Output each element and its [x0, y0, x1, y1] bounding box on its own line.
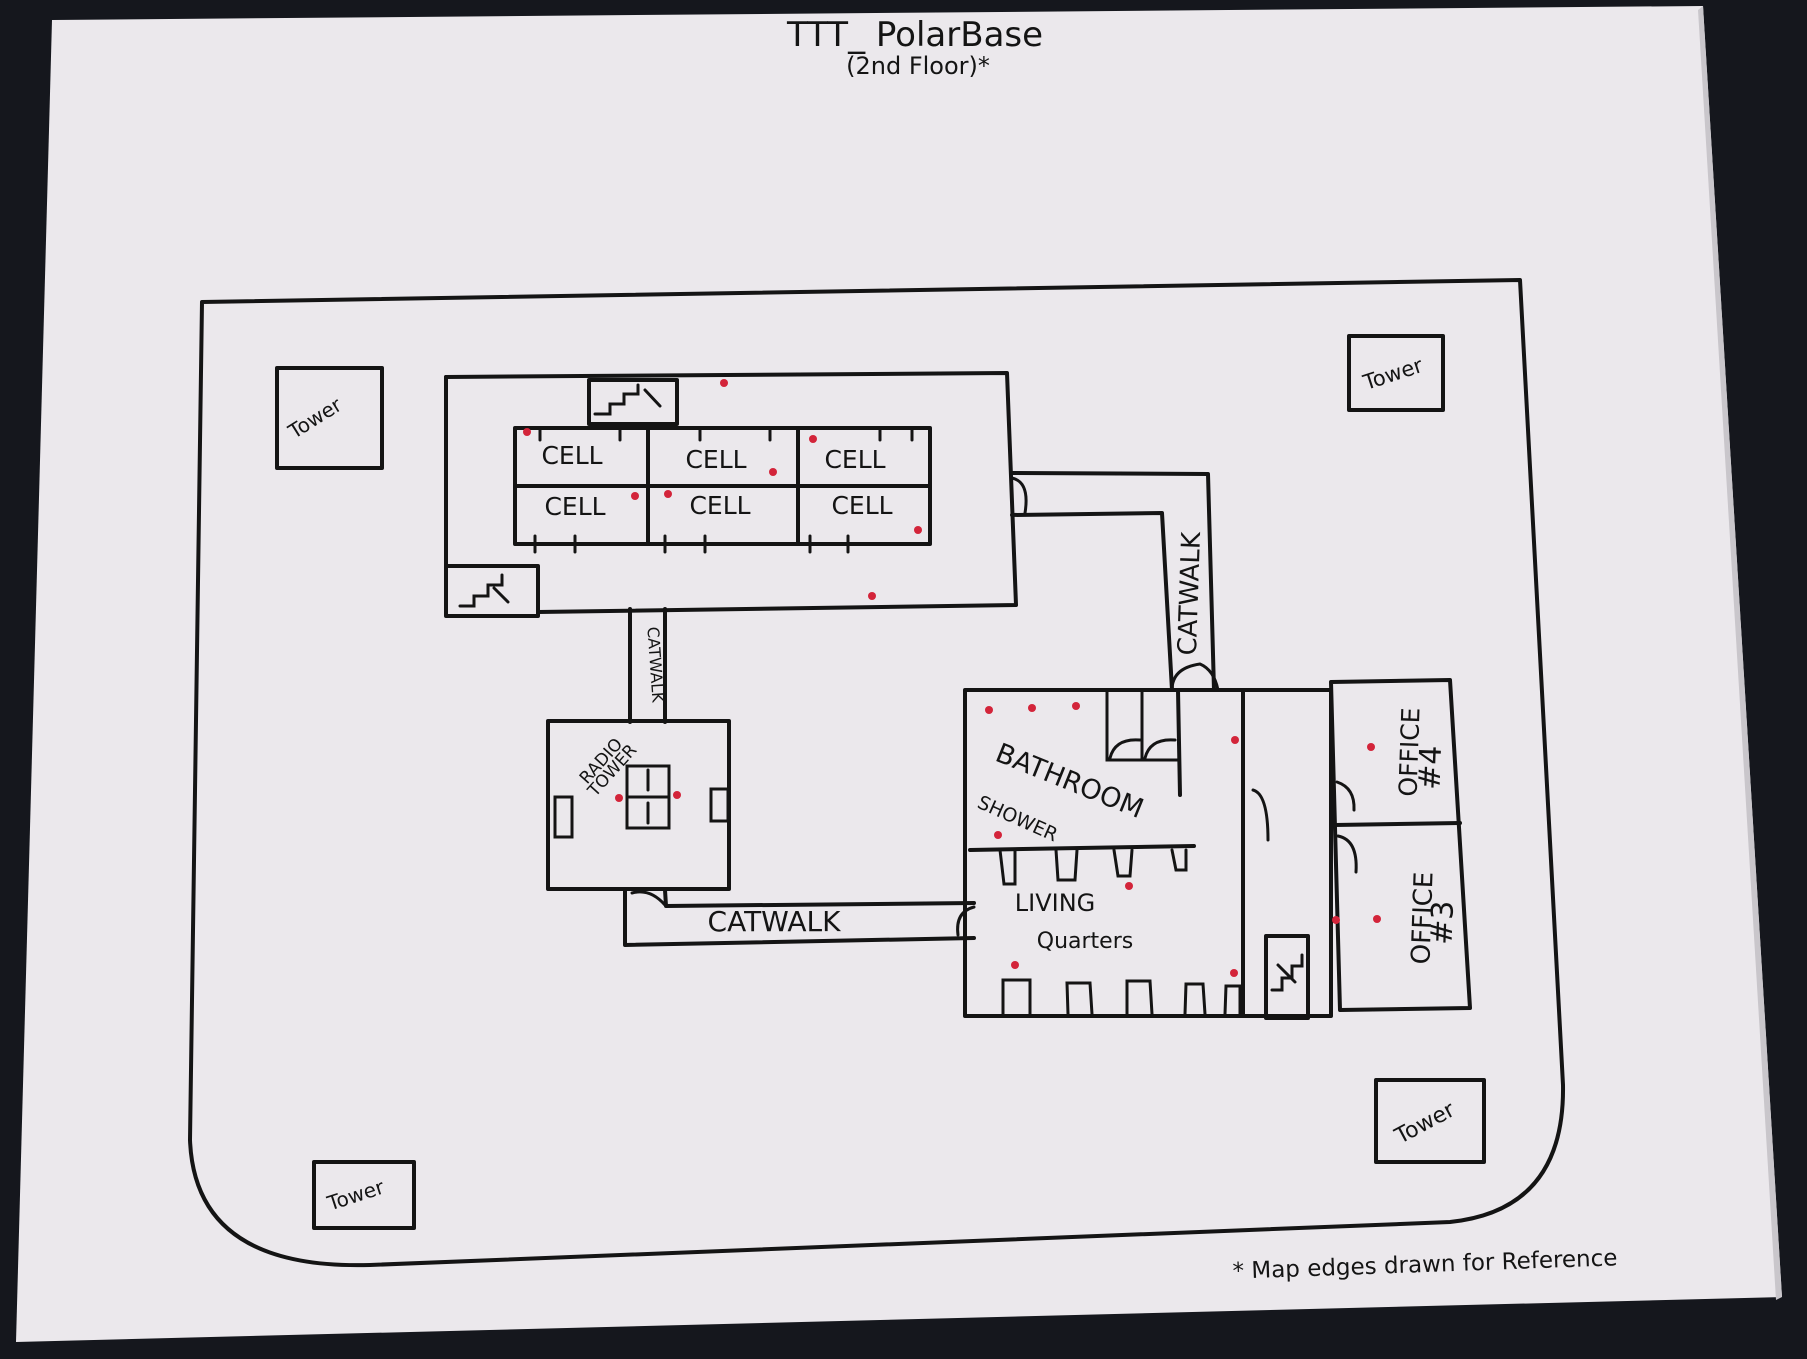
cell-label: CELL — [831, 491, 892, 520]
marker-dot — [1332, 916, 1340, 924]
marker-dot — [673, 791, 681, 799]
marker-dot — [523, 428, 531, 436]
map-subtitle: (2nd Floor)* — [846, 52, 990, 80]
stairs-box — [587, 378, 679, 426]
door-icon — [1336, 834, 1358, 874]
catwalk-right: CATWALK — [1010, 471, 1216, 692]
cell-label: CELL — [541, 441, 602, 470]
marker-dot — [994, 831, 1002, 839]
paper-sheet — [16, 6, 1782, 1342]
cell-label: CELL — [685, 445, 746, 474]
catwalk-bottom: CATWALK — [623, 888, 976, 947]
cell-label: CELL — [824, 445, 885, 474]
office-4-label: OFFICE — [1393, 707, 1425, 797]
office-block — [1329, 678, 1472, 1012]
marker-dot — [1367, 743, 1375, 751]
marker-dot — [985, 706, 993, 714]
prison-block: CELL CELL CELL CELL CELL CELL — [444, 371, 1018, 618]
stairs-box — [444, 564, 540, 618]
living-quarters-label: Quarters — [1037, 929, 1133, 954]
marker-dot — [1230, 969, 1238, 977]
marker-dot — [631, 492, 639, 500]
marker-dot — [1072, 702, 1080, 710]
office-4-label: #4 — [1412, 745, 1449, 790]
door-icon — [630, 890, 667, 907]
marker-dot — [664, 490, 672, 498]
office-3-label: #3 — [1424, 900, 1461, 945]
spawn-markers — [523, 379, 1381, 977]
living-quarters-label: LIVING — [1015, 889, 1096, 917]
marker-dot — [720, 379, 728, 387]
map-title: TTT_ PolarBase — [786, 15, 1043, 55]
marker-dot — [868, 592, 876, 600]
door-icon — [1335, 780, 1356, 812]
cell-label: CELL — [544, 492, 605, 521]
door-icon — [1251, 788, 1270, 842]
paper-shadow — [1698, 6, 1782, 1300]
stairs-box — [1264, 934, 1310, 1020]
door-icon — [1010, 476, 1028, 515]
catwalk-label: CATWALK — [1173, 531, 1207, 656]
door-icon — [956, 905, 976, 937]
marker-dot — [1028, 704, 1036, 712]
marker-dot — [769, 468, 777, 476]
office-3-label: OFFICE — [1406, 871, 1439, 965]
cell-label: CELL — [689, 491, 750, 520]
marker-dot — [1373, 915, 1381, 923]
door-icon — [1143, 738, 1177, 760]
ladder-icon — [709, 787, 730, 823]
ladder-icon — [553, 795, 574, 839]
marker-dot — [1231, 736, 1239, 744]
marker-dot — [914, 526, 922, 534]
door-icon — [1170, 662, 1220, 692]
door-icon — [1108, 738, 1142, 760]
marker-dot — [1125, 882, 1133, 890]
stairs-icon — [458, 573, 510, 608]
catwalk-label: CATWALK — [708, 905, 842, 938]
marker-dot — [809, 435, 817, 443]
stairs-icon — [593, 383, 662, 416]
map-boundary — [188, 278, 1566, 1268]
marker-dot — [615, 794, 623, 802]
marker-dot — [1011, 961, 1019, 969]
